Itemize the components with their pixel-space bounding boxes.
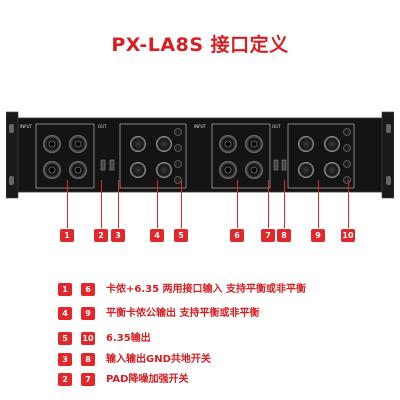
legend-text: 卡侬+6.35 两用接口输入 支持平衡或非平衡 (106, 284, 307, 295)
callout-leader-6 (237, 180, 238, 228)
callout-leader-8 (284, 180, 285, 228)
xlr-outputs-2 (298, 136, 340, 178)
callout-badge-1: 1 (60, 229, 74, 242)
callout-leader-4 (157, 180, 158, 228)
xlr-outputs-1 (130, 136, 172, 178)
legend-badge-3: 3 (58, 353, 72, 366)
legend-badge-4: 4 (58, 307, 72, 320)
switches-2 (273, 159, 287, 171)
legend-badge-8: 8 (81, 353, 95, 366)
page-title: PX-LA8S 接口定义 (111, 34, 289, 56)
legend-text: 平衡卡侬公输出 支持平衡或非平衡 (106, 308, 260, 319)
legend-text: PAD降噪加强开关 (106, 374, 189, 385)
section-label-input-2: INPUT (194, 124, 207, 129)
section-label-out-2: OUT (272, 124, 281, 129)
callout-leader-9 (318, 180, 319, 228)
legend-badge-1: 1 (58, 283, 72, 296)
callout-badge-5: 5 (174, 229, 188, 242)
combo-inputs-2 (219, 135, 263, 179)
legend-badge-9: 9 (81, 307, 95, 320)
section-label-input-1: INPUT (20, 124, 33, 129)
legend-badge-10: 10 (81, 332, 95, 345)
callout-leader-1 (67, 180, 68, 228)
callout-badge-7: 7 (261, 229, 275, 242)
callout-badge-6: 6 (230, 229, 244, 242)
callout-leader-5 (181, 180, 182, 228)
callout-badge-2: 2 (94, 229, 108, 242)
callout-badge-3: 3 (111, 229, 125, 242)
switches-1 (100, 159, 115, 171)
callout-badge-4: 4 (150, 229, 164, 242)
legend-text: 输入输出GND共地开关 (106, 354, 211, 365)
legend-text: 6.35输出 (106, 333, 151, 344)
callout-leader-2 (101, 180, 102, 228)
callout-badge-9: 9 (311, 229, 325, 242)
legend-badge-5: 5 (58, 332, 72, 345)
callout-badge-8: 8 (277, 229, 291, 242)
legend-badge-2: 2 (58, 373, 72, 386)
section-label-out-1: OUT (98, 124, 107, 129)
callout-leader-3 (118, 180, 119, 228)
legend-row: 5 10 6.35输出 (58, 331, 398, 347)
device-rear-panel: INPUT OUT INPUT OUT (6, 111, 394, 199)
callout-leader-7 (268, 180, 269, 228)
legend-badge-6: 6 (81, 283, 95, 296)
callout-leader-10 (348, 180, 349, 228)
callout-badge-10: 10 (341, 229, 355, 242)
combo-inputs-1 (43, 135, 87, 179)
legend-badge-7: 7 (81, 373, 95, 386)
